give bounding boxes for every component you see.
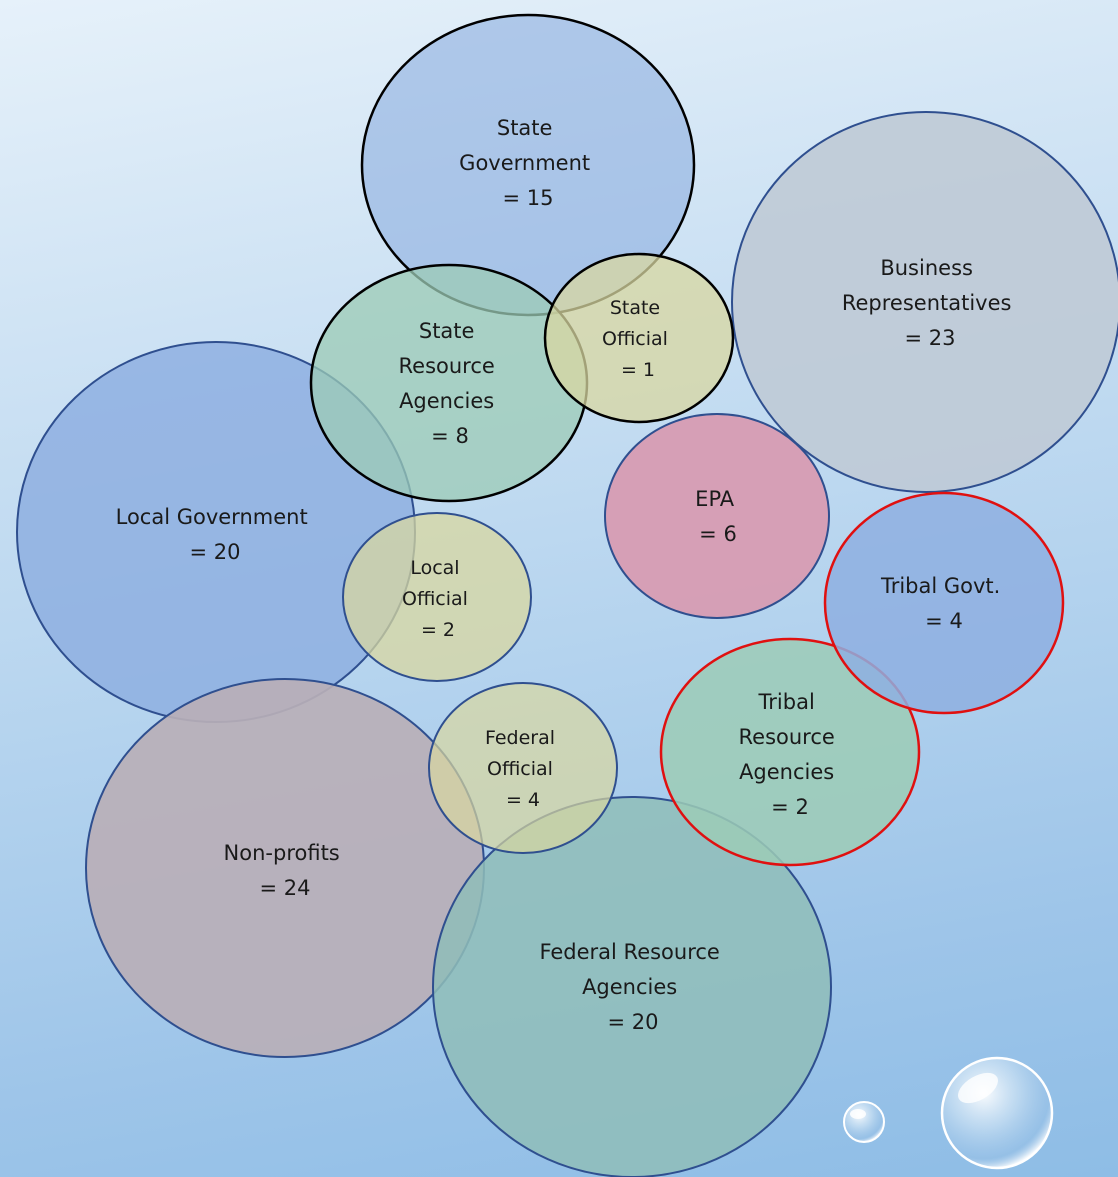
federal-official-bubble — [428, 682, 618, 854]
epa-bubble — [604, 413, 830, 619]
tribal-resource-agencies-bubble — [659, 637, 921, 867]
federal-resource-agencies-bubble — [432, 796, 832, 1177]
local-official-label: Local Official = 2 — [402, 557, 474, 641]
business-representatives-label: Business Representatives = 23 — [842, 256, 1018, 350]
state-official-bubble — [543, 252, 735, 424]
tribal-govt-bubble — [823, 491, 1065, 715]
decorative-water-drops — [843, 1056, 1054, 1170]
small-water-drop — [843, 1101, 885, 1143]
non-profits-label: Non-profits = 24 — [224, 841, 347, 900]
business-representatives-bubble — [731, 111, 1118, 493]
state-official-label: State Official = 1 — [602, 297, 674, 381]
state-resource-agencies-label: State Resource Agencies = 8 — [399, 319, 502, 448]
federal-official-label: Federal Official = 4 — [485, 727, 561, 811]
federal-resource-agencies-label: Federal Resource Agencies = 20 — [539, 940, 726, 1034]
local-official-bubble — [342, 512, 532, 682]
local-government-label: Local Government = 20 — [116, 505, 315, 564]
epa-label: EPA = 6 — [695, 487, 741, 546]
state-resource-agencies-bubble — [309, 263, 589, 503]
non-profits-bubble — [85, 678, 485, 1058]
tribal-govt-label: Tribal Govt. = 4 — [880, 574, 1007, 633]
tribal-resource-agencies-label: Tribal Resource Agencies = 2 — [739, 690, 842, 819]
state-government-label: State Government = 15 — [459, 116, 597, 210]
large-water-drop — [940, 1056, 1054, 1170]
